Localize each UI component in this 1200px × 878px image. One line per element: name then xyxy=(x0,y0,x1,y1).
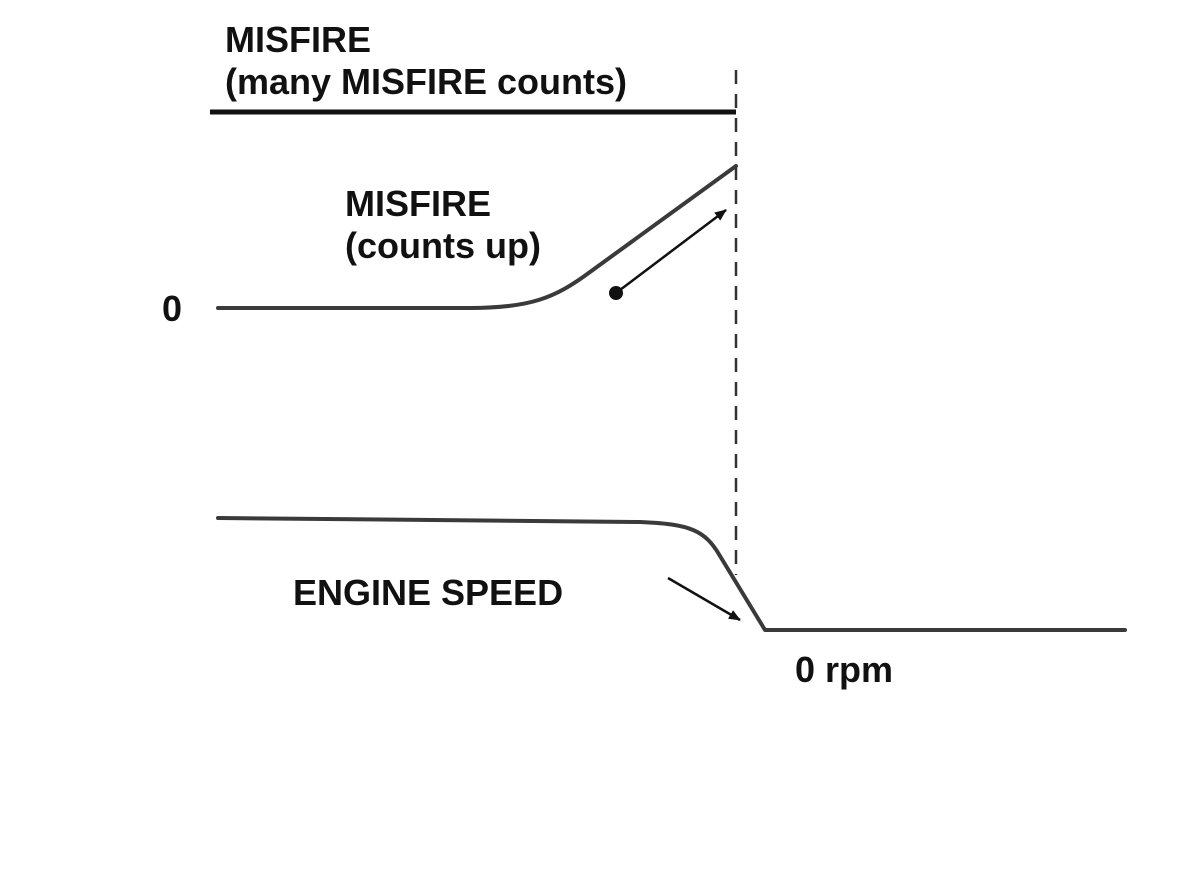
zero-baseline-label: 0 xyxy=(162,288,182,329)
misfire-count-curve xyxy=(216,164,738,310)
engine-speed-pointer-arrow xyxy=(667,576,741,622)
engine-speed-curve xyxy=(216,516,1127,632)
misfire-header-title: MISFIRE xyxy=(225,19,371,60)
misfire-header-subtitle: (many MISFIRE counts) xyxy=(225,61,627,102)
misfire-curve-sublabel: (counts up) xyxy=(345,225,541,266)
zero-rpm-label: 0 rpm xyxy=(795,649,893,690)
misfire-counts-up-arrow xyxy=(615,209,727,294)
engine-speed-label: ENGINE SPEED xyxy=(293,572,563,613)
misfire-curve-label: MISFIRE xyxy=(345,183,491,224)
